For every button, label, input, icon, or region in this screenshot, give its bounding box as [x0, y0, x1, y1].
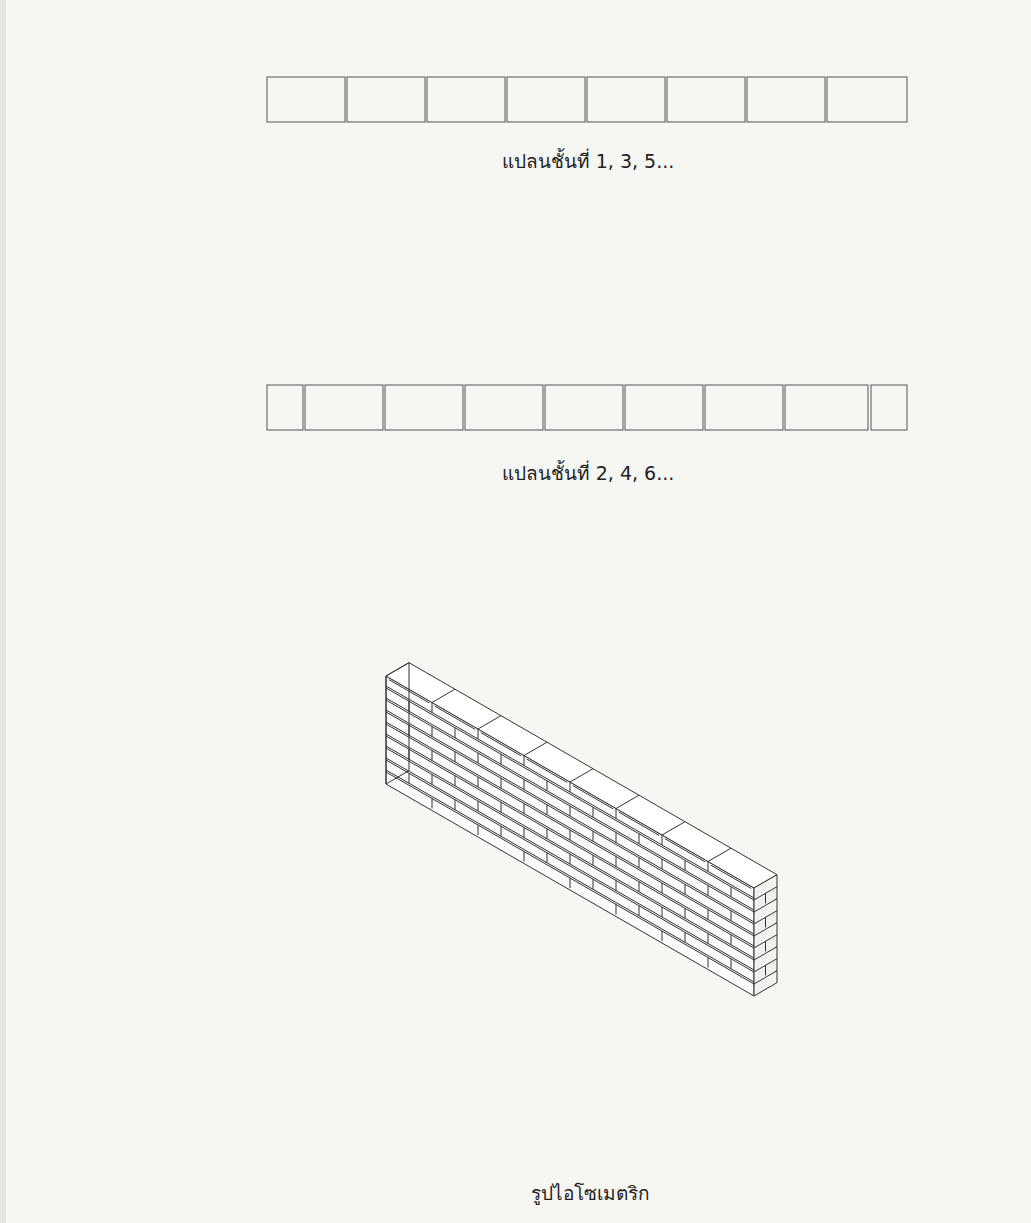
page-margin — [0, 0, 6, 1223]
drawing-caption: แปลนชั้นที่ 1, 3, 5... — [502, 146, 675, 176]
drawing-caption: แปลนชั้นที่ 2, 4, 6... — [502, 458, 675, 488]
drawing-caption: รูปไอโซเมตริก — [531, 1178, 650, 1208]
